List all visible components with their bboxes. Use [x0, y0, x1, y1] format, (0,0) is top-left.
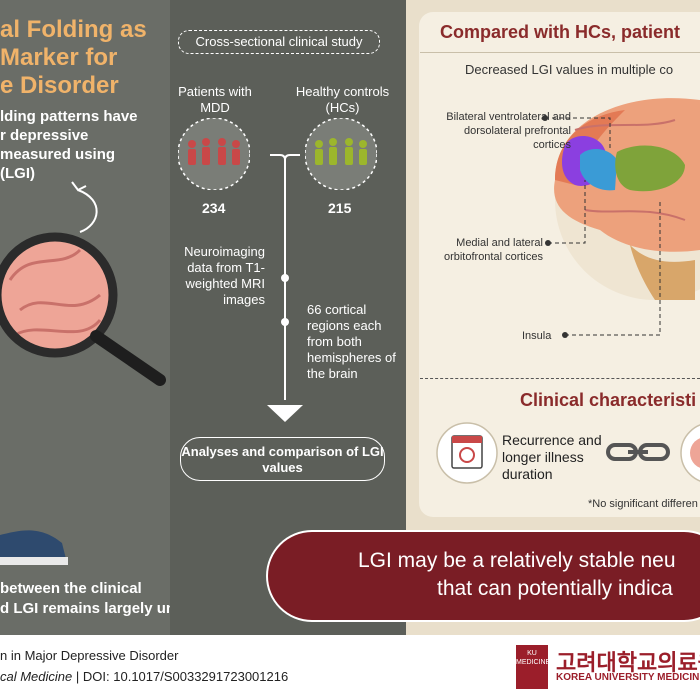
reference-doi: DOI: 10.1017/S0033291723001216: [82, 669, 289, 684]
left-body-line-4: (LGI): [0, 165, 35, 182]
shoe-icon: [0, 530, 68, 565]
heading-divider: [420, 52, 700, 53]
patients-count: 234: [202, 200, 226, 216]
calendar-icon: [436, 422, 498, 484]
logo-text: KU MEDICINE: [516, 650, 551, 666]
controls-icon: [305, 118, 377, 190]
conclusion-line-1: LGI may be a relatively stable neu: [358, 549, 676, 572]
controls-count: 215: [328, 200, 352, 216]
magnifier-brain-icon: [0, 181, 166, 386]
left-body-line-1: lding patterns have: [0, 108, 138, 125]
brain-illustration: [554, 98, 700, 300]
label-orbitofrontal: Medial and lateral orbitofrontal cortice…: [443, 237, 543, 263]
regions-text: 66 cortical regions each from both hemis…: [307, 302, 396, 381]
title-line-1: al Folding as: [0, 16, 147, 43]
left-body-line-2: r depressive: [0, 127, 89, 144]
institution-logo: KU MEDICINE: [516, 645, 551, 689]
controls-label: Healthy controls (HCs): [295, 84, 390, 115]
conclusion-banner: [268, 532, 700, 620]
institution-english: KOREA UNIVERSITY MEDICINE: [556, 672, 700, 683]
findings-heading: Compared with HCs, patient: [440, 22, 681, 42]
recurrence-text: Recurrence and longer illness duration: [502, 432, 602, 482]
left-bottom-line-2: d LGI remains largely unknown: [0, 600, 170, 617]
study-type-label: Cross-sectional clinical study: [178, 30, 380, 54]
conclusion-line-2: that can potentially indica: [437, 577, 673, 600]
flow-lines: [267, 154, 303, 422]
neuroimaging-text: Neuroimaging data from T1-weighted MRI i…: [184, 244, 265, 307]
left-body-line-3: measured using: [0, 146, 116, 163]
clinical-heading: Clinical characteristi: [520, 390, 697, 410]
study-panel: Cross-sectional clinical study Patients …: [170, 0, 406, 635]
reference-bar: [0, 635, 700, 700]
brain-small-icon: [680, 424, 700, 482]
section-divider: [420, 378, 700, 379]
title-line-2: Marker for: [0, 44, 118, 71]
patients-icon: [178, 118, 250, 190]
title-line-3: e Disorder: [0, 72, 119, 99]
left-bottom-line-1: between the clinical: [0, 580, 142, 597]
patients-label: Patients with MDD: [178, 84, 252, 115]
left-panel: al Folding as Marker for e Disorder ldin…: [0, 0, 170, 635]
reference-citation: cal Medicine | DOI: 10.1017/S00332917230…: [0, 669, 288, 684]
reference-separator: |: [75, 669, 80, 684]
label-connectors: [542, 115, 661, 338]
footnote: *No significant differen: [588, 498, 698, 510]
reference-title: n in Major Depressive Disorder: [0, 648, 179, 663]
chain-link-icon: [606, 443, 670, 461]
institution-korean: 고려대학교의료원: [556, 650, 700, 675]
reference-journal: cal Medicine: [0, 669, 73, 684]
findings-subheading: Decreased LGI values in multiple co: [465, 62, 674, 77]
analysis-box: Analyses and comparison of LGI values: [180, 437, 385, 481]
label-insula: Insula: [522, 330, 552, 342]
label-prefrontal: Bilateral ventrolateral and dorsolateral…: [446, 111, 571, 151]
